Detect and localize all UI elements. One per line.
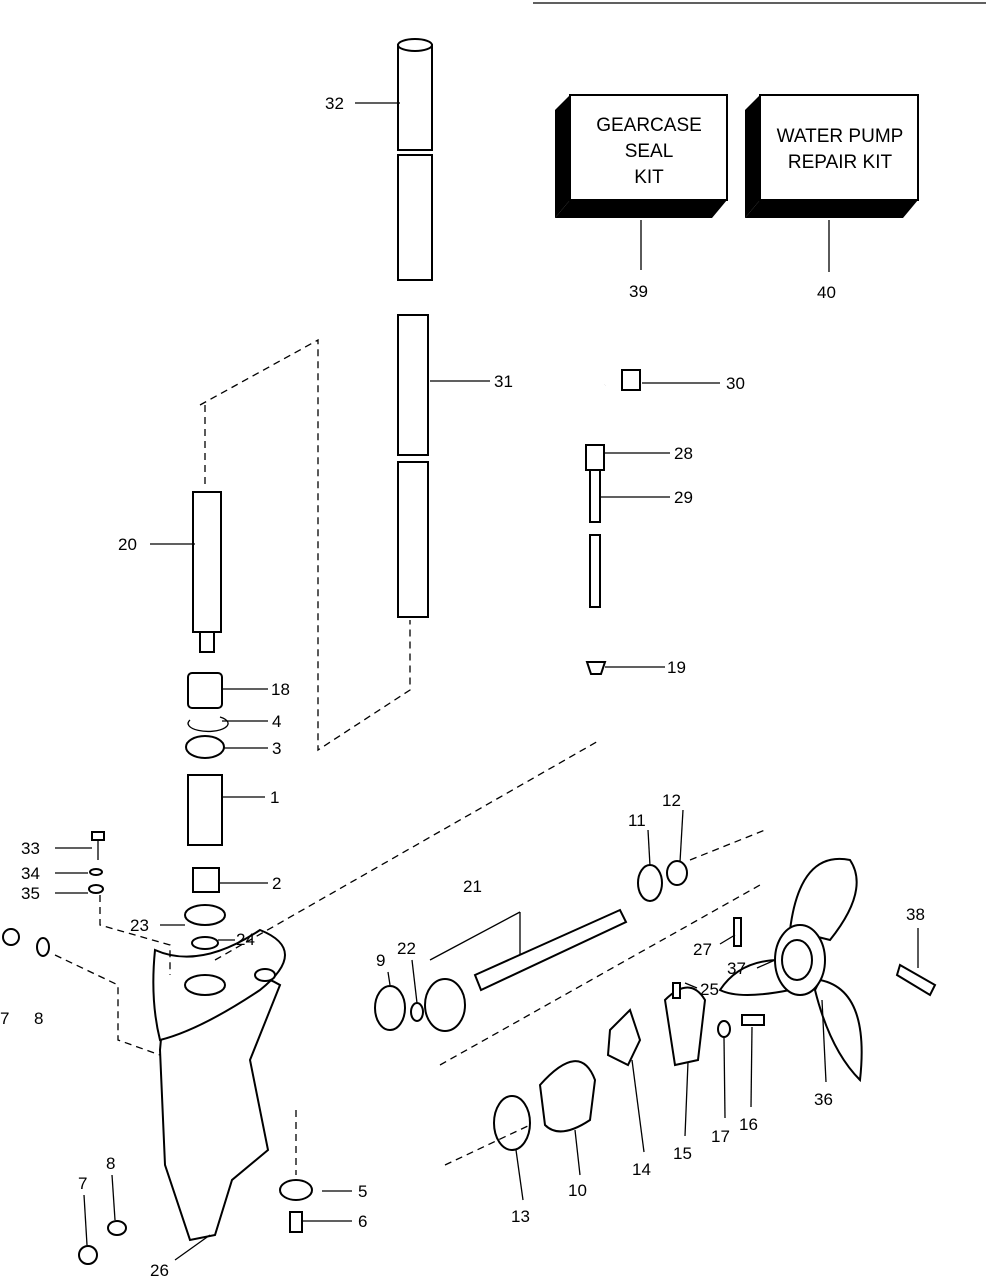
callout-34: 34: [21, 864, 40, 883]
callout-38: 38: [906, 905, 925, 924]
callout-31: 31: [494, 372, 513, 391]
callout-25: 25: [700, 980, 719, 999]
callout-39: 39: [629, 282, 648, 301]
callout-28: 28: [674, 444, 693, 463]
callout-27: 27: [693, 940, 712, 959]
water-pump-repair-kit-box: WATER PUMP REPAIR KIT 40: [745, 94, 919, 302]
kit-label-line: REPAIR KIT: [788, 152, 893, 173]
callout-3: 3: [272, 739, 281, 758]
kit-label-line: SEAL: [625, 141, 674, 162]
callout-12: 12: [662, 791, 681, 810]
callout-10: 10: [568, 1181, 587, 1200]
kit-label-line: KIT: [634, 167, 664, 188]
callout-36: 36: [814, 1090, 833, 1109]
part-36-propeller: [718, 857, 937, 1083]
callout-labels: 32 31 30 28 29 20 18 19 4 3 1 12 11 33 3…: [0, 94, 925, 1278]
leader-lines-2: [83, 999, 827, 1261]
callout-8b: 8: [106, 1154, 115, 1173]
callout-7b: 7: [78, 1174, 87, 1193]
part-26-gearcase: [152, 928, 286, 1242]
callout-32: 32: [325, 94, 344, 113]
kit-label-line: WATER PUMP: [777, 126, 904, 147]
part-21-propeller-shaft: [374, 860, 688, 1032]
leader-lines: [55, 102, 919, 1004]
callout-18: 18: [271, 680, 290, 699]
part-water-pump: [493, 917, 765, 1151]
callout-6: 6: [358, 1212, 367, 1231]
callout-21: 21: [463, 877, 482, 896]
callout-26: 26: [150, 1261, 169, 1278]
callout-29: 29: [674, 488, 693, 507]
callout-2: 2: [272, 874, 281, 893]
callout-16: 16: [739, 1115, 758, 1134]
callout-37: 37: [727, 959, 746, 978]
part-5-6-7-8-hardware: [78, 1179, 313, 1265]
callout-19: 19: [667, 658, 686, 677]
callout-35: 35: [21, 884, 40, 903]
callout-22: 22: [397, 939, 416, 958]
callout-33: 33: [21, 839, 40, 858]
callout-24: 24: [236, 930, 255, 949]
callout-17: 17: [711, 1127, 730, 1146]
guide-lines: [54, 338, 766, 1175]
callout-1: 1: [270, 788, 279, 807]
callout-40: 40: [817, 283, 836, 302]
callout-11: 11: [628, 811, 646, 830]
callout-23: 23: [130, 916, 149, 935]
callout-20: 20: [118, 535, 137, 554]
callout-8: 8: [34, 1009, 43, 1028]
kit-label-line: GEARCASE: [596, 115, 702, 136]
callout-9: 9: [376, 951, 385, 970]
part-32-water-tube: [397, 38, 433, 281]
callout-4: 4: [272, 712, 281, 731]
part-28-30-29-tube: [585, 369, 641, 675]
callout-30: 30: [726, 374, 745, 393]
part-31-shaft: [397, 314, 429, 618]
part-33-35-screws: [2, 831, 105, 957]
callout-7: 7: [0, 1009, 9, 1028]
callout-13: 13: [511, 1207, 530, 1226]
gearcase-seal-kit-box: GEARCASE SEAL KIT 39: [555, 94, 728, 301]
part-20-driveshaft: [184, 491, 229, 950]
callout-5: 5: [358, 1182, 367, 1201]
callout-14: 14: [632, 1160, 651, 1179]
callout-15: 15: [673, 1144, 692, 1163]
